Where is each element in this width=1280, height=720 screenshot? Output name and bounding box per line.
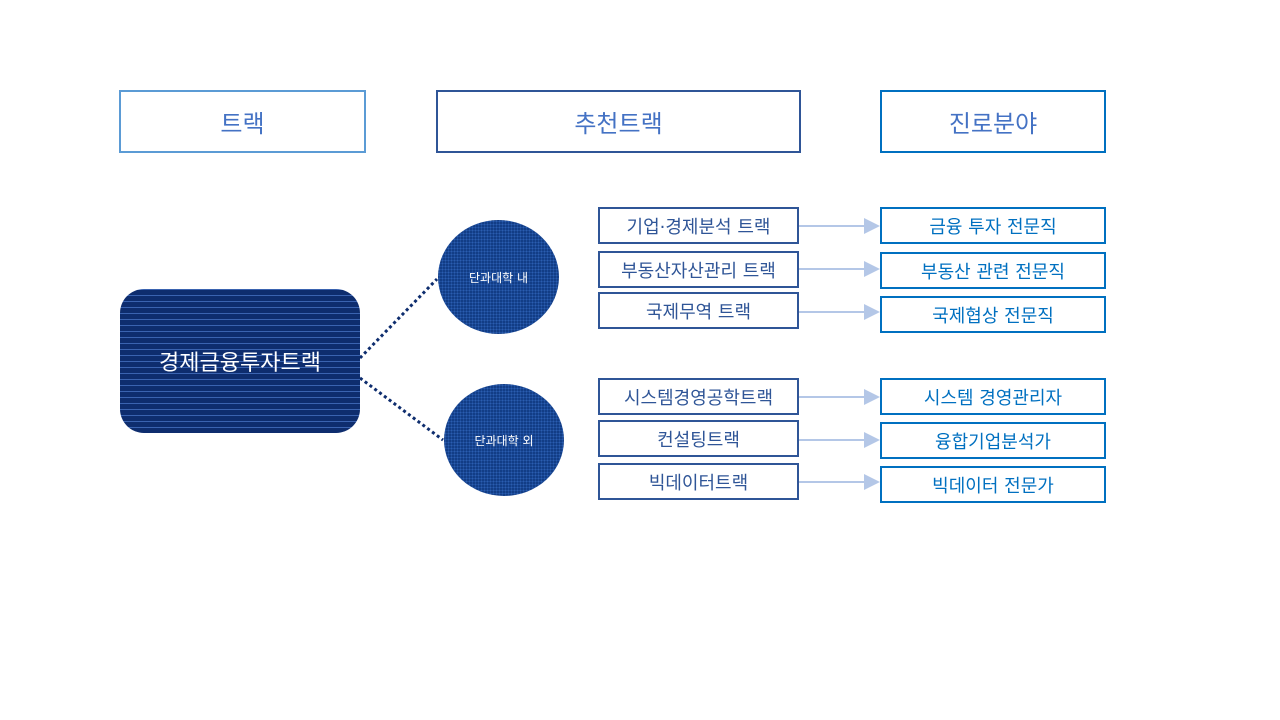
track-box: 부동산자산관리 트랙 bbox=[598, 251, 799, 288]
track-box: 국제무역 트랙 bbox=[598, 292, 799, 329]
career-box: 국제협상 전문직 bbox=[880, 296, 1106, 333]
career-box: 빅데이터 전문가 bbox=[880, 466, 1106, 503]
track-box: 빅데이터트랙 bbox=[598, 463, 799, 500]
dotted-connector bbox=[359, 376, 444, 442]
career-box: 금융 투자 전문직 bbox=[880, 207, 1106, 244]
track-box: 컨설팅트랙 bbox=[598, 420, 799, 457]
dotted-connector bbox=[358, 277, 439, 360]
main-track-box: 경제금융투자트랙 bbox=[120, 289, 360, 433]
header-recommended-track: 추천트랙 bbox=[436, 90, 801, 153]
career-box: 부동산 관련 전문직 bbox=[880, 252, 1106, 289]
header-track: 트랙 bbox=[119, 90, 366, 153]
group-inside-college: 단과대학 내 bbox=[438, 220, 559, 334]
career-box: 융합기업분석가 bbox=[880, 422, 1106, 459]
header-career-field: 진로분야 bbox=[880, 90, 1106, 153]
track-box: 기업·경제분석 트랙 bbox=[598, 207, 799, 244]
track-box: 시스템경영공학트랙 bbox=[598, 378, 799, 415]
career-box: 시스템 경영관리자 bbox=[880, 378, 1106, 415]
group-outside-college: 단과대학 외 bbox=[444, 384, 564, 496]
